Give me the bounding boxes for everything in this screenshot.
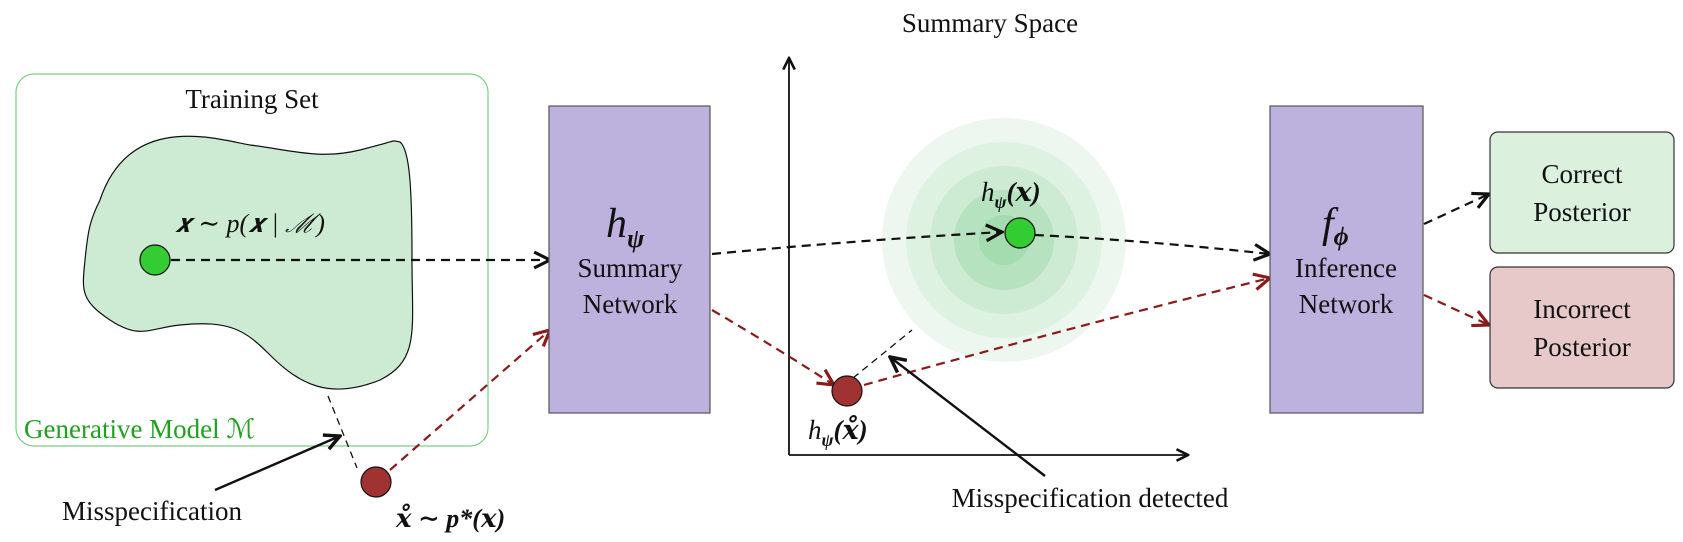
detected-distance-line xyxy=(852,329,913,379)
misspec-distance-line xyxy=(327,395,358,469)
in-distribution-summary-label: hψ(𝒙) xyxy=(981,177,1041,212)
arrow-to-correct-posterior xyxy=(1423,194,1489,225)
summary-space-title: Summary Space xyxy=(902,8,1078,38)
arrow-hxring-to-inference xyxy=(863,278,1270,387)
generative-model-label: Generative Model ℳ xyxy=(24,414,255,444)
incorrect-posterior-line1: Incorrect xyxy=(1533,294,1631,324)
arrow-summary-to-hxring xyxy=(711,309,834,385)
arrow-observed-to-summary xyxy=(389,330,550,471)
arrow-hx-to-inference xyxy=(1034,233,1270,254)
arrow-to-incorrect-posterior xyxy=(1423,294,1489,325)
summary-network-box xyxy=(548,105,711,414)
inference-network-line1: Inference xyxy=(1295,253,1397,283)
inference-network-line2: Network xyxy=(1299,289,1394,319)
inference-network-box xyxy=(1269,105,1424,414)
detected-pointer-arrow xyxy=(890,357,1046,477)
correct-posterior-box xyxy=(1489,131,1675,254)
summary-network-line1: Summary xyxy=(578,253,683,283)
correct-posterior-line1: Correct xyxy=(1542,159,1623,189)
ood-summary-label: hψ(𝒙̊) xyxy=(808,414,868,450)
density-contours xyxy=(882,118,1126,362)
ood-summary-point xyxy=(831,375,863,407)
misspecification-detected-label: Misspecification detected xyxy=(952,483,1229,513)
arrow-summary-to-hx xyxy=(711,232,1002,256)
correct-posterior-line2: Posterior xyxy=(1533,197,1631,227)
incorrect-posterior-line2: Posterior xyxy=(1533,332,1631,362)
incorrect-posterior-box xyxy=(1489,266,1675,389)
observed-sample-point xyxy=(360,466,392,498)
training-sample-point xyxy=(139,244,171,276)
training-set-blob xyxy=(82,135,414,390)
misspecification-label: Misspecification xyxy=(62,496,242,526)
summary-network-symbol: hψ xyxy=(606,201,645,253)
observed-distribution-label: 𝒙̊ ∼ p*(𝒙) xyxy=(395,504,505,533)
training-set-title: Training Set xyxy=(185,84,319,114)
misspec-pointer-arrow xyxy=(214,436,340,492)
in-distribution-summary-point xyxy=(1004,217,1036,249)
sample-distribution-label: 𝒙 ∼ p(𝒙 | ℳ) xyxy=(175,209,325,238)
summary-network-line2: Network xyxy=(583,289,678,319)
